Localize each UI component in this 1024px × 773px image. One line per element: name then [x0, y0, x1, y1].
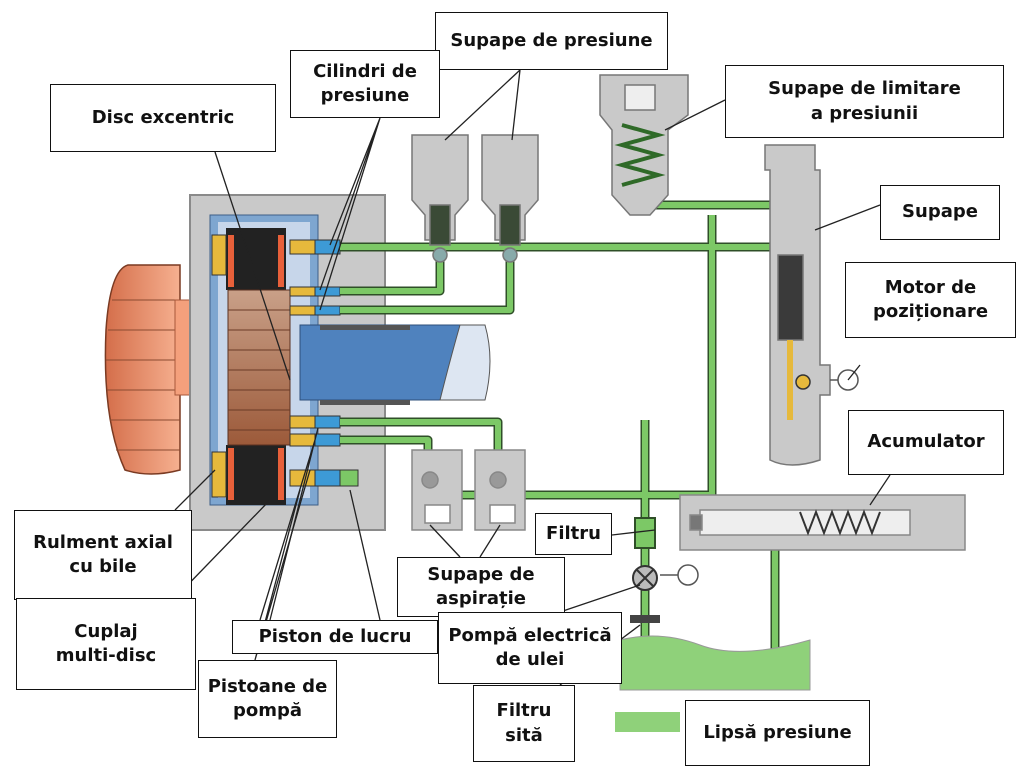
- label-filtru: Filtru: [535, 513, 612, 555]
- legend-label: Lipsă presiune: [685, 700, 870, 766]
- label-motor-pozitionare: Motor de poziționare: [845, 262, 1016, 338]
- label-text: pompă: [232, 700, 303, 721]
- label-text: sită: [505, 724, 543, 746]
- label-pompa-electrica: Pompă electrică de ulei: [438, 612, 622, 684]
- label-text: presiune: [320, 85, 410, 106]
- label-text: de ulei: [495, 649, 565, 670]
- label-text: Supape: [902, 201, 978, 223]
- label-text: multi-disc: [55, 645, 157, 666]
- label-supape-presiune: Supape de presiune: [435, 12, 668, 70]
- gear: [104, 264, 181, 475]
- clutch-plates-top: [226, 228, 286, 290]
- label-text: Cuplaj: [74, 620, 138, 642]
- label-text: Supape de presiune: [450, 29, 653, 51]
- label-text: Supape de limitare: [768, 78, 961, 100]
- label-text: Pistoane de: [207, 675, 328, 697]
- label-supape-aspiratie: Supape de aspirație: [397, 557, 565, 617]
- pressure-limiting-valve: [599, 74, 689, 216]
- label-text: Rulment axial: [33, 531, 173, 553]
- pressure-valves: [411, 134, 539, 263]
- label-pistoane-pompa: Pistoane de pompă: [198, 660, 337, 738]
- filter: [634, 517, 656, 549]
- label-acumulator: Acumulator: [848, 410, 1004, 475]
- label-supape: Supape: [880, 185, 1000, 240]
- label-text: cu bile: [69, 556, 137, 577]
- label-text: Cilindri de: [313, 60, 417, 82]
- strainer: [630, 615, 660, 623]
- positioning-valve: [764, 144, 831, 466]
- label-text: poziționare: [872, 301, 989, 322]
- label-text: Filtru: [496, 700, 552, 722]
- label-text: aspirație: [436, 588, 526, 609]
- legend-swatch: [615, 712, 680, 732]
- label-text: Supape de: [427, 563, 535, 585]
- label-text: Pompă electrică: [448, 624, 612, 646]
- leader-lines: [174, 69, 891, 686]
- motor-symbol: [660, 369, 859, 586]
- label-cuplaj-multidisc: Cuplaj multi-disc: [16, 598, 196, 690]
- label-piston-lucru: Piston de lucru: [232, 620, 438, 654]
- label-cilindri-presiune: Cilindri de presiune: [290, 50, 440, 118]
- label-text: a presiunii: [810, 102, 919, 124]
- label-text: Lipsă presiune: [703, 721, 852, 743]
- eccentric-drum: [227, 289, 291, 446]
- label-text: Piston de lucru: [258, 625, 412, 647]
- label-text: Disc excentric: [91, 106, 235, 128]
- gear-teeth: [106, 299, 180, 451]
- accumulator-body: [679, 494, 966, 551]
- label-text: Filtru: [546, 522, 601, 544]
- suction-valves: [411, 449, 526, 531]
- label-disc-excentric: Disc excentric: [50, 84, 276, 152]
- label-text: Acumulator: [867, 431, 985, 453]
- label-rulment-axial: Rulment axial cu bile: [14, 510, 192, 600]
- label-text: Motor de: [884, 276, 977, 298]
- clutch-plates-bottom: [226, 445, 286, 505]
- oil-tank: [619, 635, 811, 691]
